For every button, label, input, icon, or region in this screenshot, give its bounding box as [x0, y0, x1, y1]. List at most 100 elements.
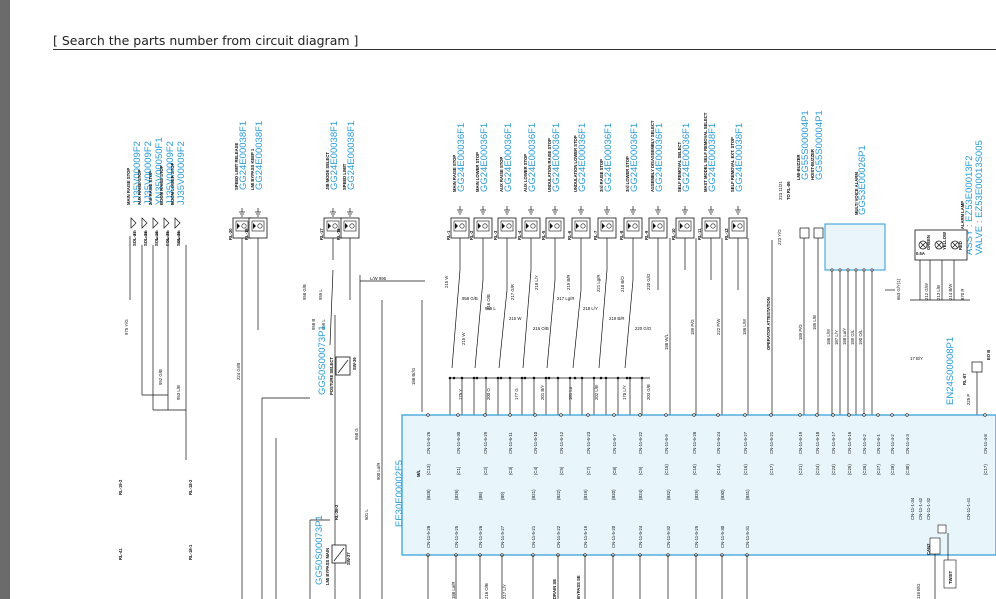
- wire-line: [546, 279, 556, 369]
- controller-top-pin-code: (C8): [612, 466, 617, 475]
- junction-dot: [496, 376, 500, 380]
- bypass-switch-label: LMI BYPASS MAIN: [325, 548, 330, 585]
- wire-label: 212 G/W: [924, 282, 929, 300]
- relay-diode: [628, 223, 631, 229]
- wire-line: [474, 279, 484, 369]
- controller-pin: [559, 413, 563, 417]
- wire-line: [522, 269, 532, 369]
- wire-label: 218 L/Y: [583, 306, 598, 311]
- controller-pin: [692, 413, 696, 417]
- relay-function-label: AUX RAISE STOP: [499, 157, 504, 192]
- part-number-label: GG55S00004P1: [800, 110, 811, 180]
- part-number-label: JJ35V00009F2: [143, 141, 154, 205]
- controller-pin: [426, 413, 430, 417]
- controller-bottom-pin-label: CN-11-5-31: [745, 525, 750, 548]
- relay-diode: [328, 223, 331, 229]
- relay-inner: [548, 220, 562, 232]
- relay-inner: [704, 220, 718, 232]
- lamp-color-label: YELLOW: [942, 232, 947, 250]
- relay-inner: [453, 220, 467, 232]
- controller-top-pin-code: (C27): [876, 464, 881, 475]
- junction-dot: [556, 376, 560, 380]
- connector-label: RL-10: [671, 228, 676, 240]
- controller-pin: [815, 413, 819, 417]
- wire-label: 200 O: [486, 388, 491, 400]
- junction-dot: [520, 376, 524, 380]
- controller-top-pin-label: CN-11-6-29: [483, 431, 488, 454]
- connector-label: RL-3: [493, 230, 498, 240]
- posture-switch-part-number: GG50S00073P1: [317, 325, 328, 395]
- connector-label: RL-5: [541, 230, 546, 240]
- wire-label: 202 L/B: [594, 385, 599, 400]
- switch-contact: [337, 359, 349, 374]
- wire-label: 216 O/B: [486, 294, 491, 310]
- controller-top-pin-code: (C23): [831, 464, 836, 475]
- relay-diode: [345, 223, 348, 229]
- connector-label: RL-1: [446, 230, 451, 240]
- controller-top-pin-code: (C30): [905, 464, 910, 475]
- controller-pin: [716, 413, 720, 417]
- wire-label: 220 G/O: [635, 326, 652, 331]
- wire-label: 958 G/B: [302, 284, 307, 300]
- junction-dot: [460, 376, 464, 380]
- relay-function-label: AUX LOWER STOP: [523, 154, 528, 192]
- multi-voice-alarm-box: [824, 223, 886, 271]
- controller-bottom-pin-label: CN-11-5-30: [720, 525, 725, 548]
- relay-contact: [710, 223, 716, 229]
- controller-pin: [798, 413, 802, 417]
- part-number-label: JJ35V00009F2: [165, 141, 176, 205]
- controller-bottom-pin-label: CN-11-5-26: [478, 525, 483, 548]
- relay-diode: [680, 223, 683, 229]
- controller-top-pin-code: (C13): [426, 464, 431, 475]
- controller-pin: [612, 413, 616, 417]
- junction-dot: [475, 376, 479, 380]
- controller-bottom-pin-label: CN-11-5-22: [556, 525, 561, 548]
- controller-top-pin-code: (C28): [890, 464, 895, 475]
- lamp-cross: [919, 241, 927, 249]
- controller-bottom-pin-code: (B30): [720, 489, 725, 500]
- controller-top-pin-code: (C21): [798, 464, 803, 475]
- junction-dot: [544, 376, 548, 380]
- wire-label: 175 Y: [458, 389, 463, 400]
- controller-bottom-pin-code: (B21): [531, 489, 536, 500]
- controller-bottom-pin-label: CN-11-5-20: [611, 525, 616, 548]
- wire-label: 219 B/R: [566, 274, 571, 290]
- wire-label: 213 L/B: [936, 285, 941, 300]
- controller-top-pin-label: CN-11-6-11: [508, 432, 513, 454]
- junction-dot: [599, 376, 603, 380]
- wire-label: 900 Lo/R: [376, 463, 381, 480]
- can-bus-label: CAN2: [926, 543, 931, 555]
- relay-diode: [253, 223, 256, 229]
- junction-dot: [592, 376, 596, 380]
- controller-pin: [890, 413, 894, 417]
- wire-line: [624, 279, 634, 369]
- wire-label: 218 L/Y: [534, 275, 539, 290]
- connector-label: SOL-37: [132, 231, 137, 246]
- operator-attestation-label: OPERATOR ATTESTATION: [766, 297, 771, 350]
- relay-inner: [574, 220, 588, 232]
- solenoid-symbol: [174, 217, 181, 229]
- terminal: [870, 268, 874, 272]
- wire-label: 221 Lg/R: [596, 275, 601, 292]
- solenoid-symbol: [141, 217, 148, 229]
- bypass-switch-part-number: GG50S00073P1: [314, 515, 325, 585]
- switch-contact: [333, 547, 345, 562]
- controller-pin: [862, 413, 866, 417]
- relay-contact: [459, 223, 465, 229]
- connector-label: RL-18-1: [188, 544, 193, 560]
- wire-label: 186 L/W: [826, 328, 831, 345]
- connector-label: RL-18-2: [188, 479, 193, 495]
- wire-line: [498, 289, 508, 369]
- wire-label: 224 Gr/B: [236, 363, 241, 380]
- relay-function-label: BOOM RAISE STOP: [159, 165, 164, 205]
- relay-diode: [526, 223, 529, 229]
- connector-label: RL-8: [619, 230, 624, 240]
- wire-label: 215 W: [444, 275, 449, 288]
- part-number-label: GG24E00036F1: [681, 123, 692, 192]
- wire-label: 189 G/L: [850, 329, 855, 345]
- controller-top-pin-code: (C9): [638, 466, 643, 475]
- controller-top-pin-label: CN-11-6-26: [426, 431, 431, 454]
- lamp-color-label: GREEN: [926, 235, 931, 250]
- relay-contact: [241, 223, 247, 229]
